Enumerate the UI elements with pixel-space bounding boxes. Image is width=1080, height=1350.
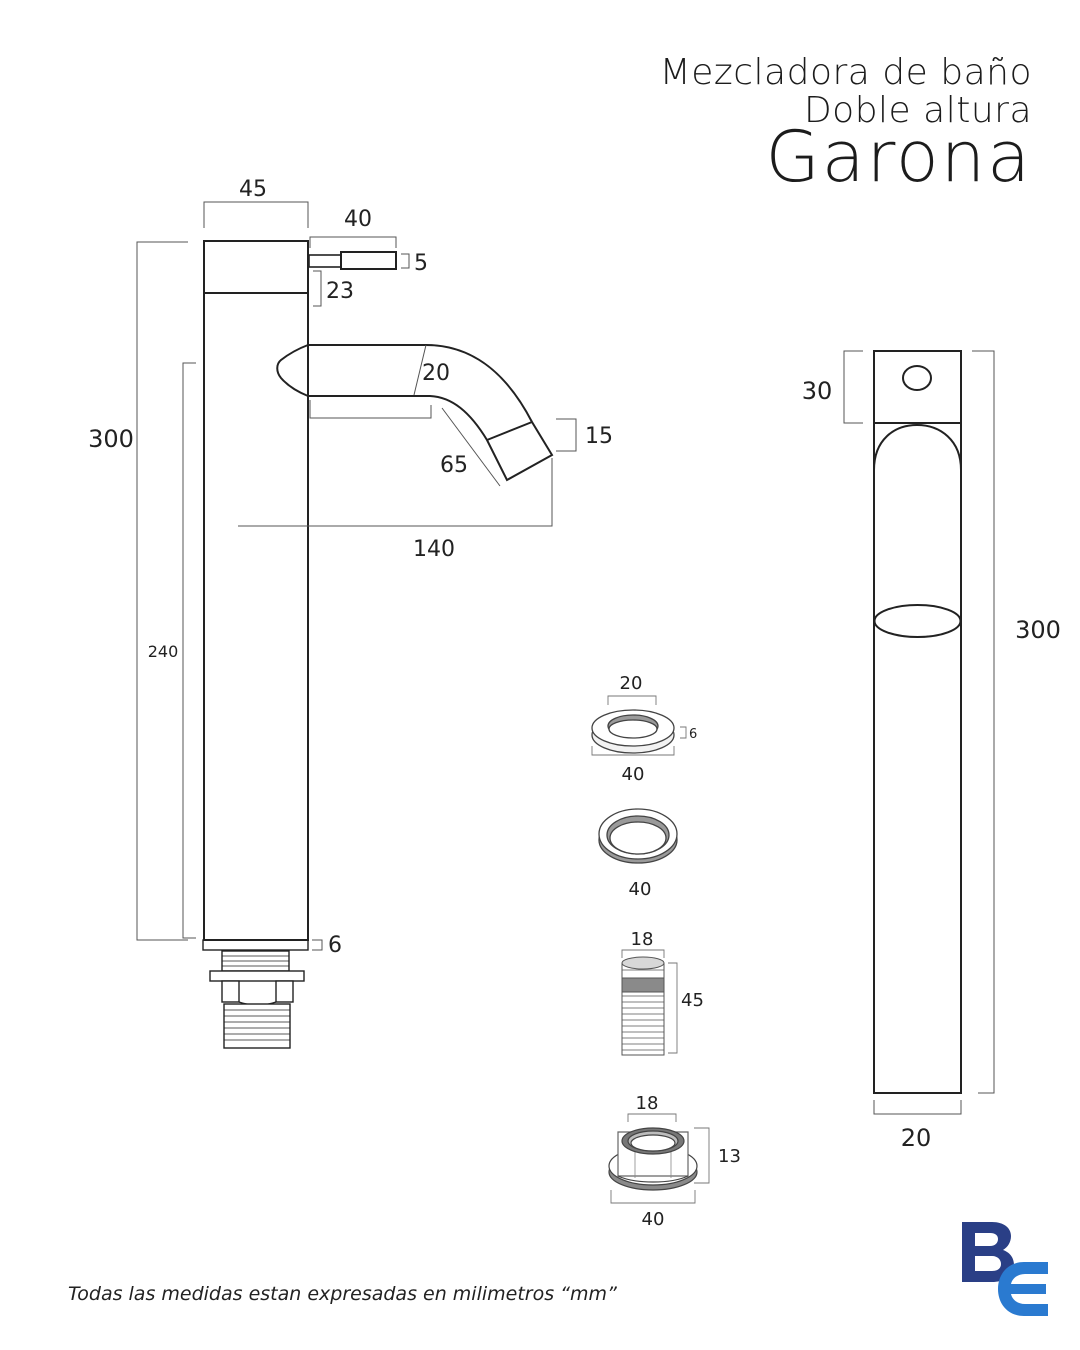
- units-footnote: Todas las medidas estan expresadas en mi…: [68, 1283, 617, 1305]
- title-model: Garona: [765, 116, 1032, 198]
- washer-part: [591, 709, 675, 754]
- lever-stem: [308, 254, 342, 268]
- dim-lever-thickness: 5: [414, 251, 428, 276]
- dim-spout-thickness: 20: [422, 361, 450, 386]
- stud-nut-plate: [209, 970, 305, 982]
- dim-nut-outer: 40: [642, 1209, 665, 1230]
- gasket-part: [598, 808, 678, 864]
- faucet-side-view: [873, 350, 962, 1094]
- dim-nut-inner: 18: [636, 1093, 659, 1114]
- faucet-body: [203, 240, 309, 941]
- side-body: [873, 350, 962, 1094]
- nut-dimension-lines: [610, 1113, 710, 1204]
- dim-stud-length: 45: [681, 990, 704, 1011]
- dim-inner-height: 240: [148, 642, 179, 661]
- dim-gasket-outer: 40: [629, 879, 652, 900]
- logo-letter-b: [962, 1222, 1014, 1282]
- stud-left-leg: [221, 980, 240, 1003]
- dim-washer-inner: 20: [620, 673, 643, 694]
- front-dimension-lines: [136, 201, 577, 951]
- dim-lever-length: 40: [344, 207, 372, 232]
- dim-spout-curve: 65: [440, 453, 468, 478]
- side-lever-hole: [902, 365, 932, 391]
- dim-total-height: 300: [88, 425, 134, 453]
- dim-side-width: 20: [901, 1124, 932, 1152]
- hex-nut-part: [608, 1127, 698, 1191]
- spout: [276, 344, 554, 482]
- side-dimension-lines: [843, 350, 995, 1115]
- dim-washer-thickness: 6: [689, 727, 697, 742]
- base-ring: [202, 939, 309, 951]
- faucet-front-view: [202, 240, 554, 951]
- mounting-stud: [209, 950, 305, 1049]
- spout-tip-line: [486, 421, 533, 441]
- dim-spout-reach: 140: [413, 537, 455, 562]
- dim-nut-height: 13: [718, 1146, 741, 1167]
- washer-dimension-lines: [591, 695, 687, 756]
- title-product-type: Mezcladora de baño: [659, 52, 1032, 93]
- dim-base-ring: 6: [328, 933, 342, 958]
- dim-lever-base: 23: [326, 279, 354, 304]
- side-spout-outline: [873, 423, 962, 621]
- dim-side-top: 30: [802, 377, 833, 405]
- logo-letter-e: [998, 1262, 1048, 1316]
- dim-spout-tip: 15: [585, 424, 613, 449]
- dim-washer-outer: 40: [622, 764, 645, 785]
- stud-right-leg: [275, 980, 294, 1003]
- threaded-stud-part: [621, 956, 665, 1056]
- dim-body-width: 45: [239, 177, 267, 202]
- brand-logo: [962, 1222, 1048, 1316]
- title-variant: Doble altura: [803, 90, 1032, 131]
- side-spout-end: [873, 604, 962, 638]
- stud-lower-thread: [223, 1003, 291, 1049]
- stud-dimension-lines: [621, 949, 678, 1054]
- dim-stud-diameter: 18: [631, 929, 654, 950]
- front-dimension-labels: 45 40 5 23 300 240 20 15 65 140 6: [88, 177, 613, 958]
- dim-side-height: 300: [1015, 616, 1061, 644]
- lever-handle: [340, 251, 397, 270]
